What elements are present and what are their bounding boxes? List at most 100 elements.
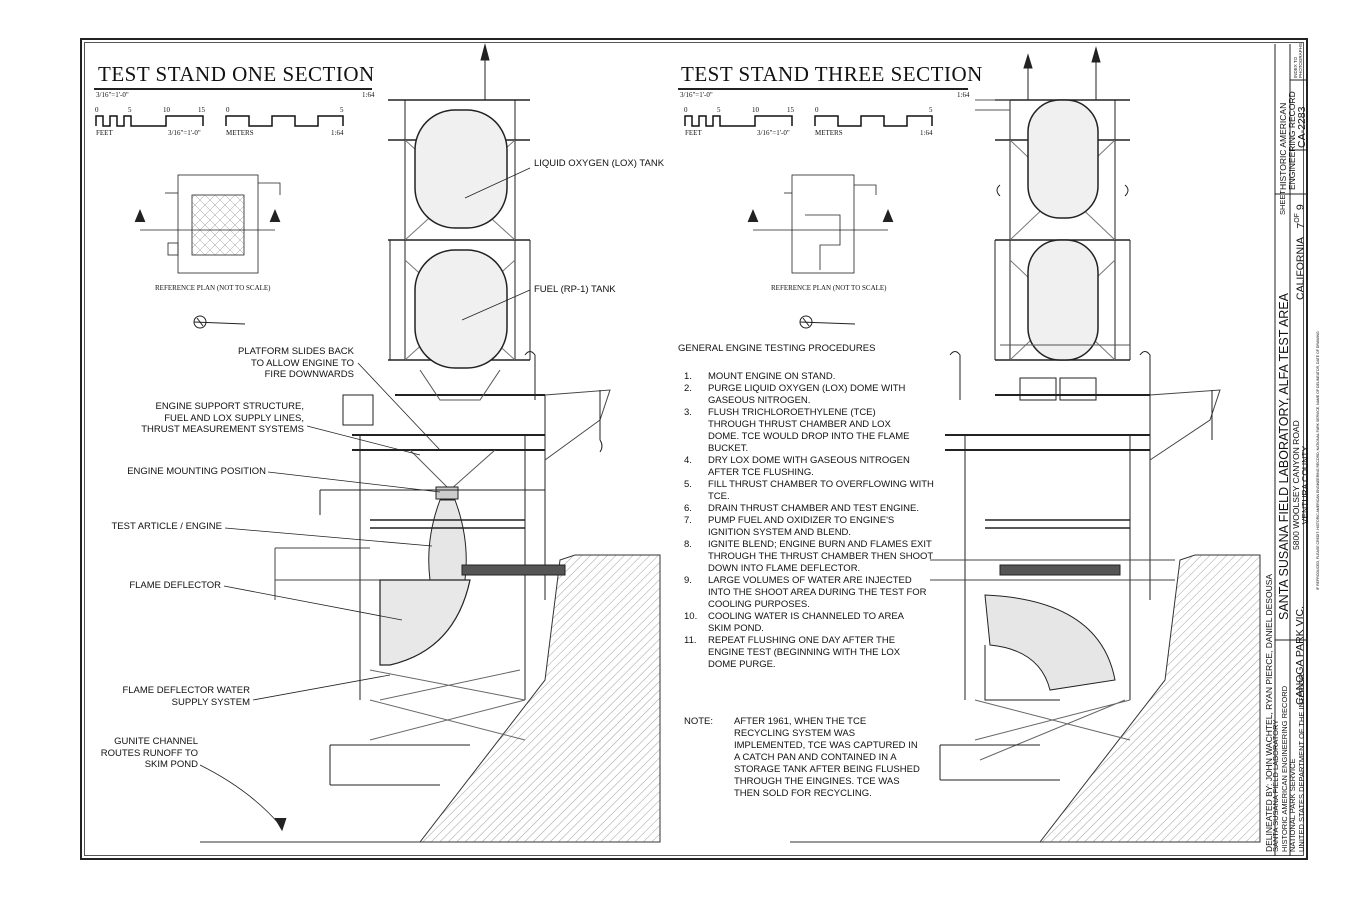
platform-callout-line: FIRE DOWNWARDS — [264, 369, 354, 380]
meters-scale-note: 1:64 — [331, 129, 344, 137]
feet-label: FEET — [96, 129, 113, 137]
left-scale-note: 3/16"=1'-0" — [96, 91, 129, 99]
procedure-text: FLUSH TRICHLOROETHYLENE (TCE) THROUGH TH… — [708, 407, 910, 454]
feet-tick-label: 0 — [684, 106, 688, 114]
record-number: CA-2283 — [1296, 106, 1308, 148]
right-title-rule — [678, 88, 968, 90]
procedure-text: DRAIN THRUST CHAMBER AND TEST ENGINE. — [708, 503, 919, 514]
tce-note: NOTE: AFTER 1961, WHEN THE TCE RECYCLING… — [684, 716, 924, 800]
lox-tank-callout: LIQUID OXYGEN (LOX) TANK — [534, 158, 665, 169]
procedure-text: DRY LOX DOME WITH GASEOUS NITROGEN AFTER… — [708, 455, 910, 478]
meters-tick-label: 5 — [340, 106, 344, 114]
procedure-text: PUMP FUEL AND OXIDIZER TO ENGINE'S IGNIT… — [708, 515, 895, 538]
procedure-item: 10. COOLING WATER IS CHANNELED TO AREA SK… — [678, 611, 948, 635]
procedure-number: 2. — [684, 383, 692, 394]
flame-deflector-water-callout: FLAME DEFLECTOR WATER SUPPLY SYSTEM — [122, 685, 250, 708]
procedure-number: 10. — [684, 611, 698, 622]
right-reference-plan-caption: REFERENCE PLAN (NOT TO SCALE) — [771, 284, 887, 292]
meters-tick-label: 5 — [929, 106, 933, 114]
fuel-tank-callout: FUEL (RP-1) TANK — [534, 284, 616, 295]
sheet-of: OF — [1294, 213, 1301, 223]
procedure-item: 4. DRY LOX DOME WITH GASEOUS NITROGEN AFT… — [678, 455, 948, 479]
sheet-label: SHEET — [1278, 189, 1287, 215]
right-scale-note: 3/16"=1'-0" — [680, 91, 713, 99]
meters-label: METERS — [815, 129, 843, 137]
procedure-number: 6. — [684, 503, 692, 514]
feet-scale-note: 3/16"=1'-0" — [168, 129, 201, 137]
reproduction-credit: IF REPRODUCED, PLEASE CREDIT: HISTORIC A… — [1316, 331, 1320, 590]
gunite-callout-line: GUNITE CHANNEL — [114, 736, 198, 747]
engine-mounting-callout: ENGINE MOUNTING POSITION — [127, 466, 266, 477]
procedure-item: 9. LARGE VOLUMES OF WATER ARE INJECTED IN… — [678, 575, 948, 611]
left-reference-plan-caption: REFERENCE PLAN (NOT TO SCALE) — [155, 284, 271, 292]
index-to-photographs: INDEX TO PHOTOGRAPHS — [1293, 43, 1303, 78]
index-line: PHOTOGRAPHS — [1298, 43, 1303, 78]
feet-tick-label: 0 — [95, 106, 99, 114]
procedure-item: 2. PURGE LIQUID OXYGEN (LOX) DOME WITH GA… — [678, 383, 948, 407]
feet-label: FEET — [685, 129, 702, 137]
feet-tick-label: 15 — [198, 106, 205, 114]
feet-tick-label: 10 — [752, 106, 759, 114]
procedure-item: 1.MOUNT ENGINE ON STAND. — [678, 371, 948, 383]
meters-scale-note: 1:64 — [920, 129, 933, 137]
procedure-text: IGNITE BLEND; ENGINE BURN AND FLAMES EXI… — [708, 539, 934, 574]
procedure-text: COOLING WATER IS CHANNELED TO AREA SKIM … — [708, 611, 904, 634]
water-callout-line: SUPPLY SYSTEM — [171, 696, 250, 708]
feet-tick-label: 15 — [787, 106, 794, 114]
address-line: VENTURA COUNTY — [1300, 445, 1310, 525]
gunite-callout-line: SKIM POND — [144, 759, 198, 770]
procedure-item: 11. REPEAT FLUSHING ONE DAY AFTER THE ENG… — [678, 635, 948, 671]
procedure-number: 11. — [684, 635, 697, 646]
flame-deflector-callout: FLAME DEFLECTOR — [129, 580, 221, 591]
site-title: SANTA SUSANA FIELD LABORATORY, ALFA TEST… — [1277, 293, 1291, 620]
right-scale-ratio: 1:64 — [957, 91, 970, 99]
water-callout-line: FLAME DEFLECTOR WATER — [122, 685, 250, 696]
procedure-text: PURGE LIQUID OXYGEN (LOX) DOME WITH GASE… — [708, 383, 906, 406]
procedure-number: 9. — [684, 575, 692, 586]
meters-tick-label: 0 — [226, 106, 230, 114]
general-procedures: GENERAL ENGINE TESTING PROCEDURES 1.MOUN… — [678, 343, 948, 671]
feet-tick-label: 10 — [163, 106, 170, 114]
procedure-number: 8. — [684, 539, 692, 550]
procedure-text: MOUNT ENGINE ON STAND. — [708, 371, 836, 382]
procedure-item: 7. PUMP FUEL AND OXIDIZER TO ENGINE'S IGN… — [678, 515, 948, 539]
feet-scale-note: 3/16"=1'-0" — [757, 129, 790, 137]
site-address: 5800 WOOLSEY CANYON ROAD VENTURA COUNTY — [1291, 420, 1310, 550]
left-scale-ratio: 1:64 — [362, 91, 375, 99]
platform-callout-line: TO ALLOW ENGINE TO — [251, 357, 354, 369]
sheet-number: 7 — [1294, 222, 1307, 229]
procedure-item: 8. IGNITE BLEND; ENGINE BURN AND FLAMES E… — [678, 539, 948, 575]
sheet-border — [80, 38, 1308, 860]
locality: CANOGA PARK VIC. — [1294, 606, 1306, 705]
engine-support-callout-line: FUEL AND LOX SUPPLY LINES, — [164, 412, 304, 424]
procedure-item: 6. DRAIN THRUST CHAMBER AND TEST ENGINE. — [678, 503, 948, 515]
meters-label: METERS — [226, 129, 254, 137]
procedures-heading: GENERAL ENGINE TESTING PROCEDURES — [678, 343, 876, 354]
procedure-number: 3. — [684, 407, 692, 418]
sheet-total: 9 — [1294, 204, 1307, 211]
platform-callout-line: PLATFORM SLIDES BACK — [238, 346, 354, 357]
procedure-number: 4. — [684, 455, 692, 466]
procedure-item: 5. FILL THRUST CHAMBER TO OVERFLOWING WIT… — [678, 479, 948, 503]
procedure-list: 1.MOUNT ENGINE ON STAND. 2. PURGE LIQUID … — [678, 371, 948, 671]
left-title-rule — [94, 88, 372, 90]
sheet-border-inner — [84, 42, 1304, 856]
state: CALIFORNIA 7OF 9 — [1294, 204, 1307, 300]
gunite-channel-callout: GUNITE CHANNEL ROUTES RUNOFF TO SKIM PON… — [101, 736, 198, 771]
platform-callout: PLATFORM SLIDES BACK TO ALLOW ENGINE TO … — [238, 346, 354, 381]
procedure-number: 5. — [684, 479, 692, 490]
procedure-text: REPEAT FLUSHING ONE DAY AFTER THE ENGINE… — [708, 635, 901, 670]
right-section-title: TEST STAND THREE SECTION — [681, 62, 983, 86]
procedure-text: FILL THRUST CHAMBER TO OVERFLOWING WITH … — [708, 479, 934, 502]
procedure-text: LARGE VOLUMES OF WATER ARE INJECTED INTO… — [708, 575, 927, 610]
feet-tick-label: 5 — [128, 106, 132, 114]
test-article-callout: TEST ARTICLE / ENGINE — [111, 521, 222, 532]
procedure-item: 3. FLUSH TRICHLOROETHYLENE (TCE) THROUGH … — [678, 407, 948, 455]
note-text: AFTER 1961, WHEN THE TCE RECYCLING SYSTE… — [734, 716, 920, 799]
procedure-number: 7. — [684, 515, 692, 526]
note-label: NOTE: — [684, 716, 714, 727]
engine-support-callout: ENGINE SUPPORT STRUCTURE, FUEL AND LOX S… — [141, 401, 304, 436]
engine-support-callout-line: ENGINE SUPPORT STRUCTURE, — [155, 401, 304, 412]
left-section-title: TEST STAND ONE SECTION — [98, 62, 375, 86]
feet-tick-label: 5 — [717, 106, 721, 114]
